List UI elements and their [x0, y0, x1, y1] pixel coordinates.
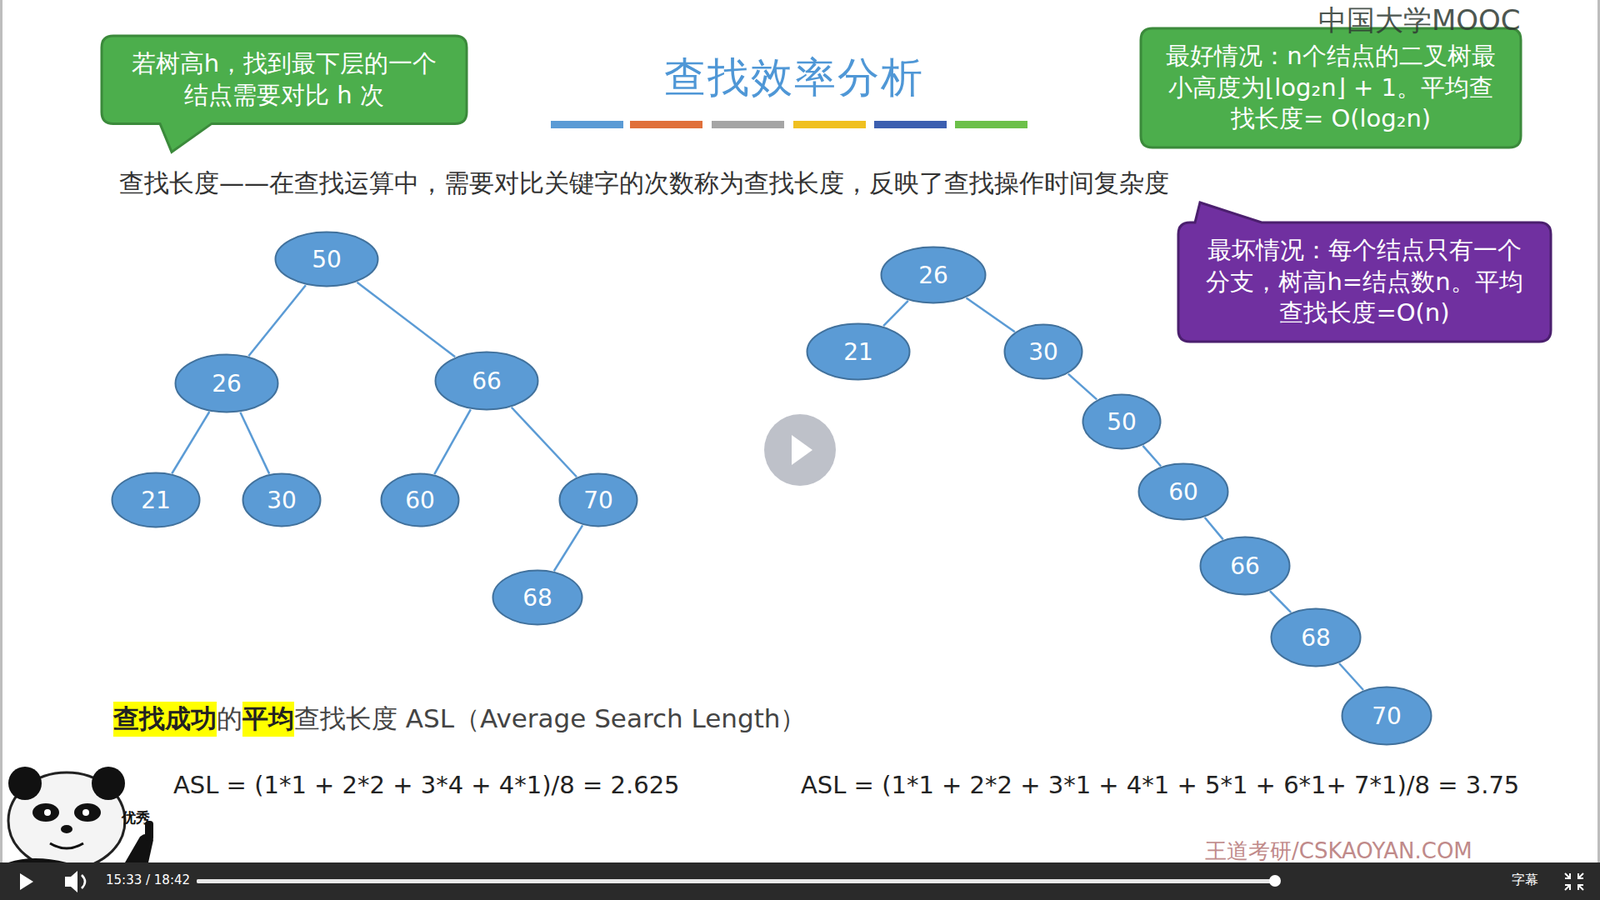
- tree-node: 60: [380, 472, 460, 528]
- callout-outline: [1178, 202, 1551, 342]
- tree-node: 70: [558, 472, 639, 528]
- node-key: 30: [1028, 338, 1059, 366]
- node-outline: [435, 352, 539, 410]
- node-key: 50: [311, 245, 342, 274]
- node-key: 21: [843, 338, 874, 366]
- tree-node: 50: [274, 230, 380, 288]
- node-outline: [1200, 537, 1290, 595]
- node-outline: [881, 247, 986, 304]
- node-key: 26: [918, 261, 949, 290]
- panda-meme: [8, 766, 154, 870]
- tree-edge: [171, 411, 210, 474]
- callout-shape: [101, 35, 467, 124]
- heading-text: 查找长度 ASL（Average Search Length）: [294, 701, 806, 737]
- highlight-text: 平均: [242, 701, 295, 737]
- tree-edge: [1205, 517, 1224, 540]
- tree-node: 68: [1270, 607, 1362, 668]
- node-outline: [493, 570, 583, 625]
- definition-text: 查找长度——在查找运算中，需要对比关键字的次数称为查找长度，反映了查找操作时间复…: [119, 166, 1170, 201]
- tree-edge: [883, 300, 909, 326]
- subtitle-button: 字幕: [1511, 871, 1539, 890]
- slide-border: [0, 0, 3, 863]
- node-outline: [175, 355, 279, 413]
- node-outline: [1005, 325, 1083, 380]
- node-key: 60: [405, 486, 435, 515]
- tree-edge: [554, 525, 583, 571]
- tree-node: 30: [1003, 323, 1084, 380]
- tree-edge: [248, 285, 306, 356]
- tree-edge: [966, 298, 1015, 333]
- watermark: 王道考研/CSKAOYAN.COM: [1205, 836, 1473, 866]
- asl-formula: ASL = (1*1 + 2*2 + 3*1 + 4*1 + 5*1 + 6*1…: [800, 770, 1520, 800]
- tree-edge: [1142, 445, 1161, 467]
- tree-node: 50: [1081, 393, 1162, 450]
- callout-box: 若树高h，找到最下层的一个结点需要对比 h 次: [101, 35, 467, 124]
- heading-text: 的: [216, 701, 243, 737]
- node-key: 68: [1300, 624, 1331, 652]
- tree-node: 21: [805, 322, 911, 381]
- node-key: 70: [1371, 702, 1402, 730]
- node-key: 66: [1230, 552, 1260, 580]
- callout-text: 最好情况：n个结点的二叉树最小高度为⌊log₂n⌋ + 1。平均查找长度= O(…: [1162, 40, 1500, 135]
- node-outline: [1342, 687, 1432, 745]
- callout-outline: [101, 35, 467, 152]
- tree-node: 68: [491, 569, 584, 626]
- node-outline: [243, 474, 321, 527]
- tree-edge: [511, 407, 577, 478]
- bar-segment: [550, 120, 624, 129]
- bar-segment: [874, 120, 947, 129]
- tree-edge: [1068, 374, 1097, 400]
- highlight-text: 查找成功: [113, 701, 217, 737]
- tree-node: 30: [241, 472, 322, 528]
- bar-segment: [793, 120, 866, 129]
- tree-edge: [356, 282, 455, 357]
- node-outline: [807, 324, 910, 380]
- node-outline: [1139, 464, 1229, 520]
- tree-node: 26: [880, 245, 987, 305]
- tree-edge: [1339, 663, 1364, 690]
- time-display: 15:33 / 18:42: [105, 872, 190, 888]
- node-outline: [381, 474, 460, 527]
- node-outline: [560, 474, 638, 527]
- tree-node: 60: [1137, 462, 1230, 521]
- tree-node: 21: [110, 471, 201, 529]
- tree-edge: [240, 412, 270, 475]
- tree-node: 70: [1340, 685, 1433, 746]
- slide-border: [1597, 0, 1600, 863]
- node-key: 50: [1106, 408, 1137, 436]
- node-outline: [112, 473, 200, 528]
- node-key: 21: [140, 486, 171, 515]
- asl-heading: 查找成功的平均查找长度 ASL（Average Search Length）: [113, 701, 806, 737]
- bar-segment: [955, 120, 1028, 129]
- node-key: 70: [583, 486, 614, 515]
- node-outline: [1083, 395, 1161, 450]
- node-key: 60: [1168, 478, 1199, 506]
- tree-node: 26: [174, 353, 280, 414]
- node-outline: [1271, 609, 1361, 667]
- node-key: 26: [211, 370, 242, 398]
- tree-edge: [1270, 590, 1291, 613]
- tree-node: 66: [1199, 535, 1291, 596]
- tree-edge: [434, 409, 471, 475]
- node-key: 30: [266, 486, 297, 515]
- callout-box: 最好情况：n个结点的二叉树最小高度为⌊log₂n⌋ + 1。平均查找长度= O(…: [1140, 28, 1521, 148]
- player-bar: [0, 862, 1600, 900]
- bar-segment: [711, 120, 785, 129]
- meme-caption: 优秀: [121, 808, 150, 828]
- node-key: 66: [471, 367, 502, 395]
- node-key: 68: [522, 584, 553, 612]
- node-outline: [275, 232, 379, 287]
- play-button: [764, 414, 836, 486]
- bar-segment: [630, 120, 703, 129]
- callout-box: 最坏情况：每个结点只有一个分支，树高h=结点数n。平均查找长度=O(n): [1178, 222, 1551, 342]
- callout-text: 若树高h，找到最下层的一个结点需要对比 h 次: [123, 48, 445, 111]
- callout-text: 最坏情况：每个结点只有一个分支，树高h=结点数n。平均查找长度=O(n): [1200, 235, 1530, 330]
- watermark: 中国大学MOOC: [1318, 1, 1521, 40]
- callout-outline: [1140, 28, 1521, 148]
- tree-node: 66: [434, 350, 540, 411]
- asl-formula: ASL = (1*1 + 2*2 + 3*4 + 4*1)/8 = 2.625: [173, 770, 680, 800]
